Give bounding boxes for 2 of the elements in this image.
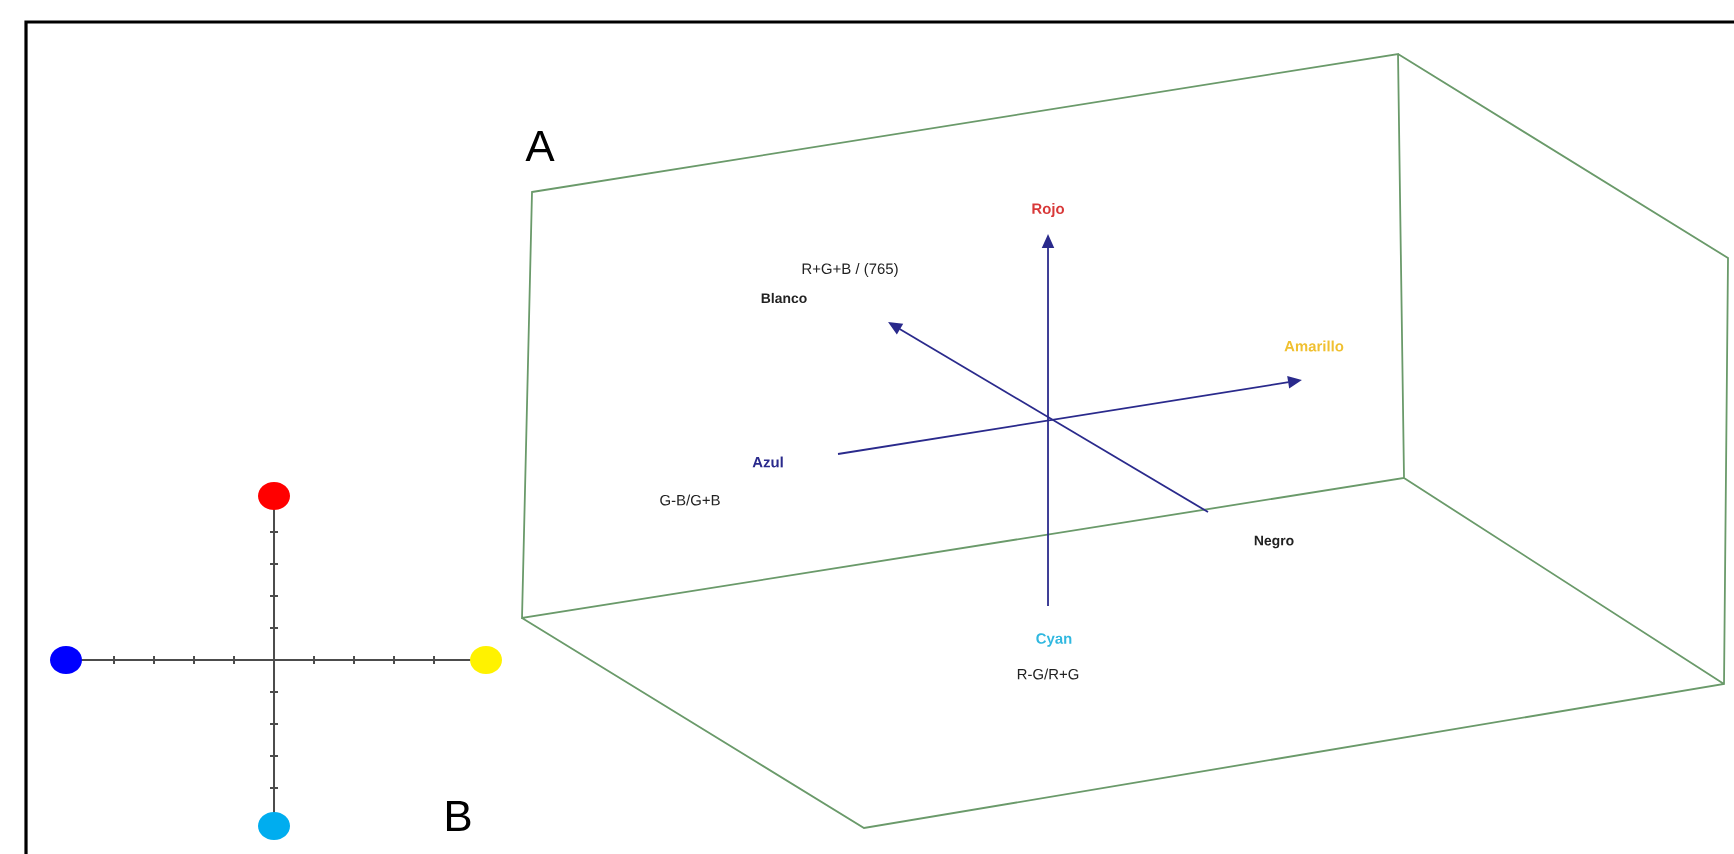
panel-letter: A: [525, 130, 555, 162]
panel-letter: B: [447, 800, 471, 832]
